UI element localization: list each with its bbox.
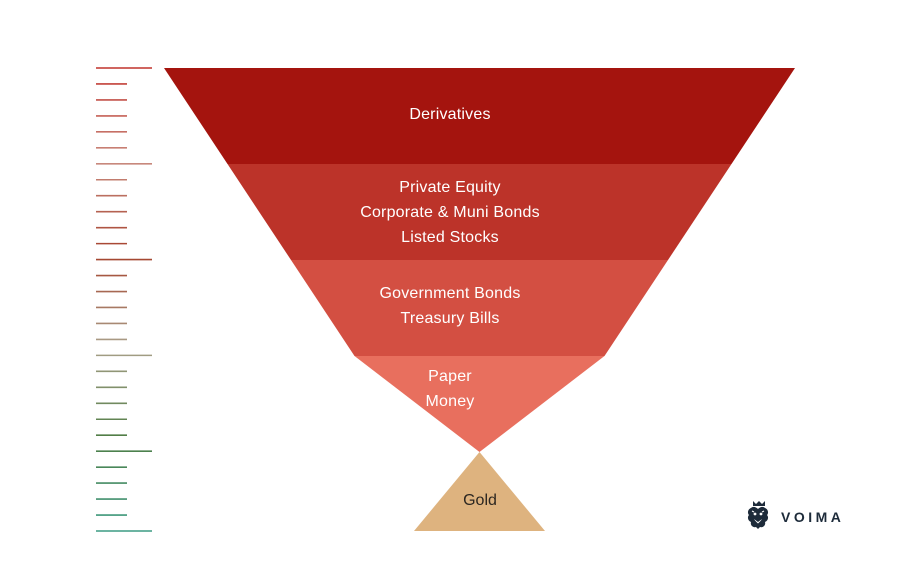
ruler-ticks bbox=[96, 67, 152, 532]
color-scale-ruler bbox=[0, 0, 160, 584]
layer-line: Government Bonds bbox=[379, 285, 521, 302]
brand-logo: VOIMA bbox=[745, 500, 845, 535]
lion-crest-icon bbox=[745, 500, 771, 535]
layer-paper-money-label: Paper Money bbox=[0, 364, 900, 414]
layer-government-label: Government Bonds Treasury Bills bbox=[0, 281, 900, 331]
layer-line: Treasury Bills bbox=[400, 310, 500, 327]
layer-derivatives-label: Derivatives bbox=[0, 102, 900, 127]
layer-line: Derivatives bbox=[409, 106, 491, 123]
base-gold-triangle bbox=[414, 452, 545, 531]
layer-private-equity-label: Private Equity Corporate & Muni Bonds Li… bbox=[0, 175, 900, 250]
layer-line: Paper bbox=[428, 368, 472, 385]
brand-name: VOIMA bbox=[781, 509, 845, 525]
layer-line: Listed Stocks bbox=[401, 229, 499, 246]
layer-line: Money bbox=[425, 393, 475, 410]
layer-paper-money bbox=[354, 356, 605, 452]
layer-government-bonds-bills bbox=[291, 260, 668, 356]
layer-line: Corporate & Muni Bonds bbox=[360, 204, 540, 221]
gold-label: Gold bbox=[463, 492, 497, 509]
layer-line: Private Equity bbox=[399, 179, 501, 196]
layer-private-equity-bonds-stocks bbox=[227, 164, 732, 260]
layer-derivatives bbox=[164, 68, 795, 164]
